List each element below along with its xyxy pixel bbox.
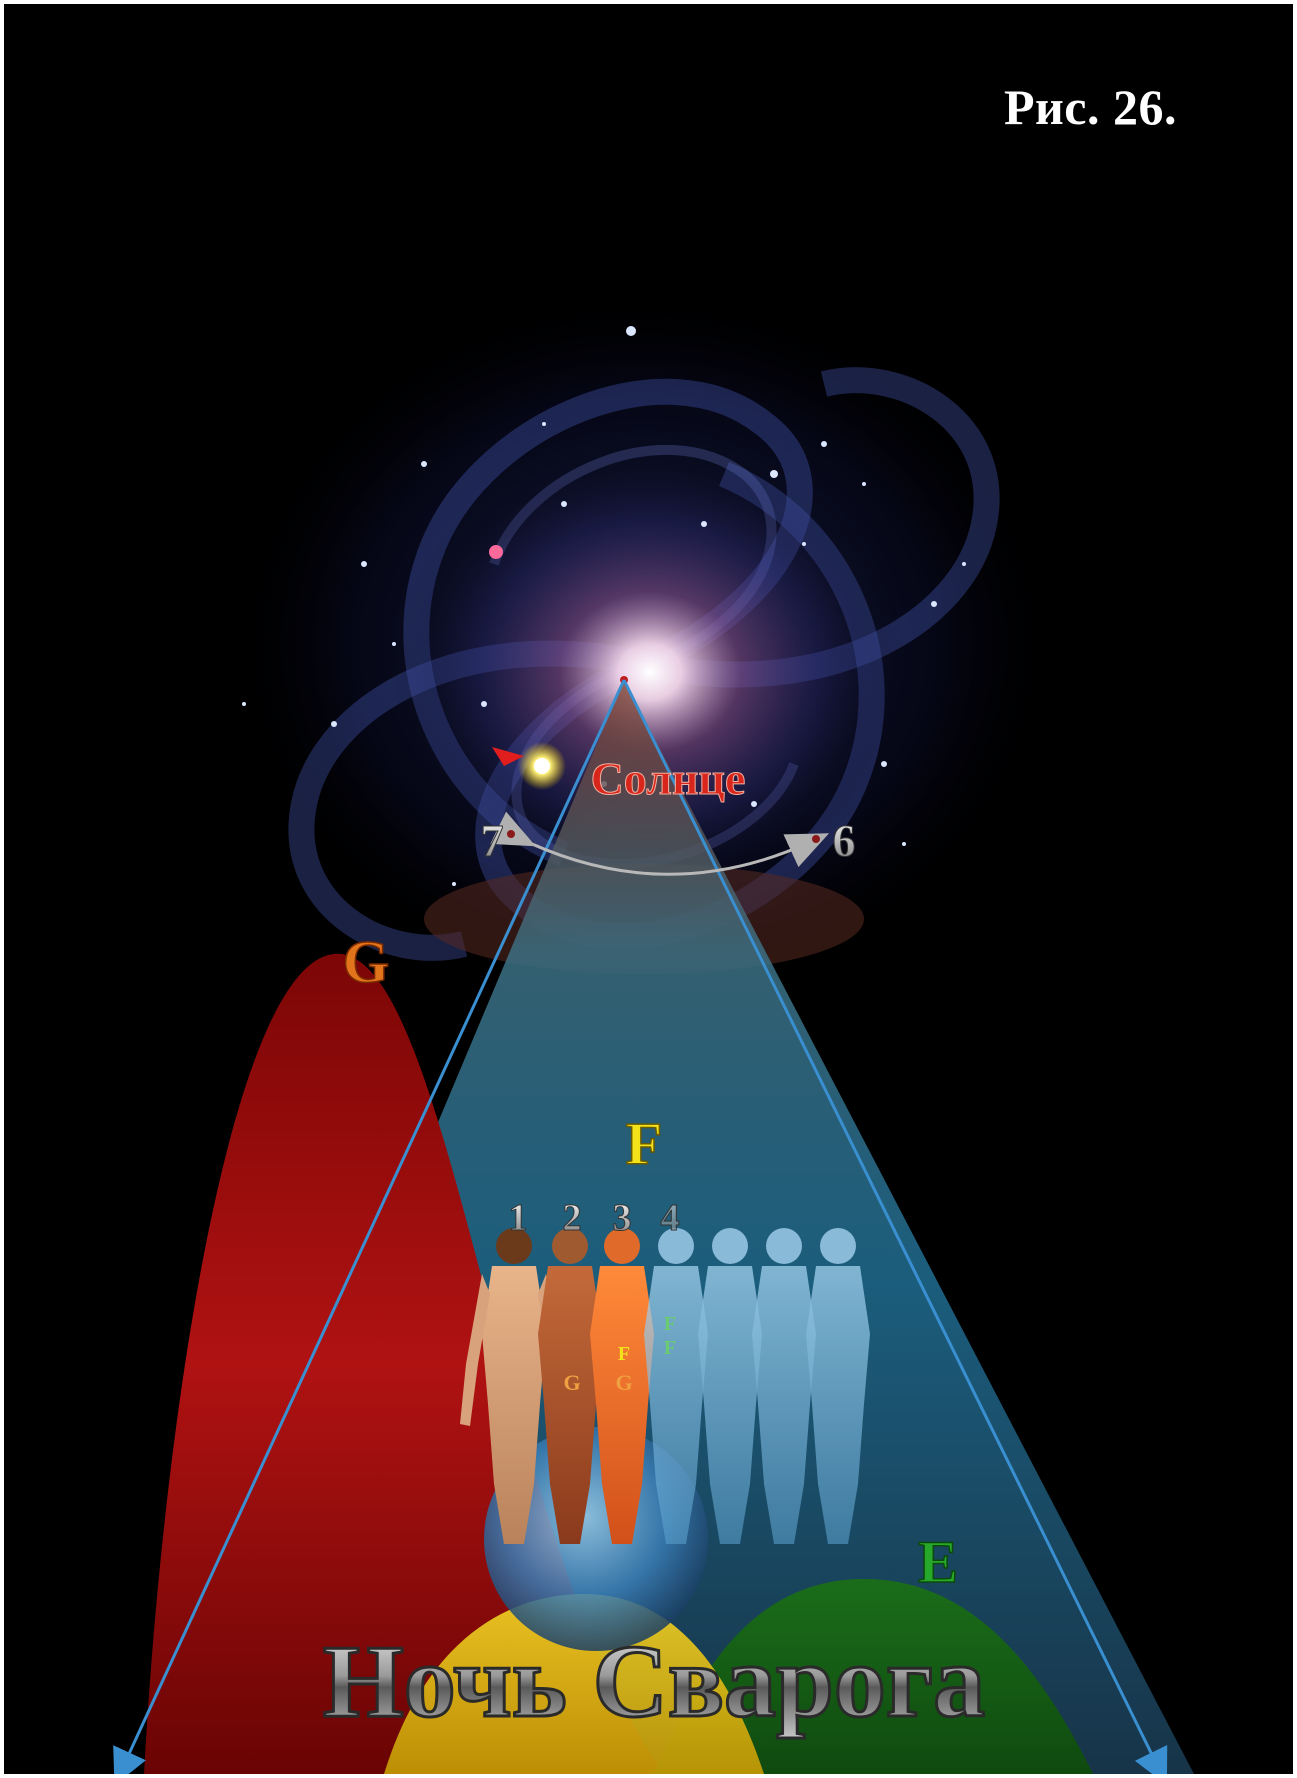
galaxy-diagram: Солнце 7 6 G F E 1 2 3 4 G G F F F Ночь … [4, 4, 1293, 1774]
point-7-marker [507, 830, 515, 838]
point-6-label: 6 [833, 815, 856, 866]
region-f-label: F [626, 1111, 663, 1177]
body-letter-g2: G [615, 1370, 632, 1395]
point-6-marker [812, 835, 820, 843]
region-e-label: E [918, 1529, 958, 1595]
region-g-label: G [343, 929, 390, 995]
sun-label: Солнце [591, 753, 746, 804]
body-letter-f1: F [618, 1343, 630, 1365]
figure-number-4: 4 [661, 1197, 680, 1239]
diagram-frame: Солнце 7 6 G F E 1 2 3 4 G G F F F Ночь … [4, 4, 1293, 1774]
figure-number-2: 2 [563, 1197, 582, 1239]
body-letter-g1: G [563, 1370, 580, 1395]
body-letter-f2: F [664, 1313, 676, 1335]
figure-caption-label: Рис. 26. [1004, 78, 1177, 136]
body-letter-f3: F [664, 1337, 676, 1359]
figure-number-1: 1 [509, 1197, 528, 1239]
point-7-label: 7 [481, 815, 504, 866]
figure-number-3: 3 [613, 1197, 632, 1239]
diagram-title: Ночь Сварога [323, 1624, 985, 1739]
